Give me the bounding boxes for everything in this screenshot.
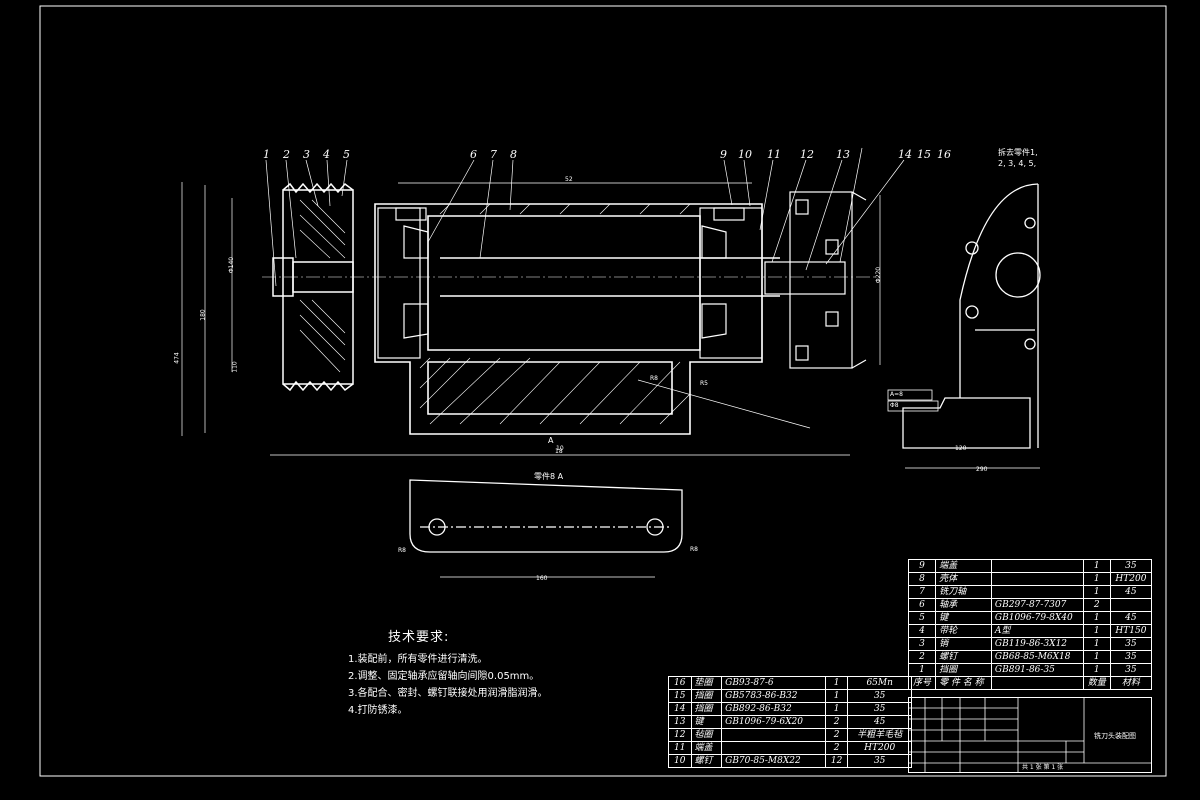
dim-section-dim: 10: [556, 445, 564, 452]
dim-height-left: 180: [199, 309, 207, 321]
balloon-8: 8: [510, 148, 517, 161]
balloon-3: 3: [303, 148, 310, 161]
sheet-count: 共 1 张 第 1 张: [1022, 764, 1064, 771]
balloon-16: 16: [937, 148, 951, 161]
part-view-label: 零件8 A: [534, 472, 564, 481]
dim-base-total: 290: [976, 466, 988, 473]
pulley: [272, 182, 354, 392]
dim-fit-a: A=8: [890, 391, 903, 398]
title-block-grid: [908, 697, 1152, 773]
housing-hatch: [419, 203, 691, 425]
dim-housing-length: 52: [565, 176, 573, 183]
dim-base-width: 120: [955, 445, 967, 452]
dim-r-angle2: R5: [700, 380, 708, 387]
bearings: [377, 207, 763, 359]
dim-r-left: R8: [398, 547, 406, 554]
tech-item-2: 2.调整、固定轴承应留轴向间隙0.05mm。: [348, 671, 540, 682]
title-block: [908, 697, 1152, 773]
drawing-frame: [39, 5, 1167, 777]
dim-fit-b: Φ8: [890, 402, 899, 409]
balloon-1: 1: [263, 148, 270, 161]
disassemble-note-2: 2, 3, 4, 5,: [998, 159, 1037, 168]
tech-title: 技术要求:: [388, 630, 450, 645]
drawing-name: 铣刀头装配图: [1094, 732, 1136, 740]
balloon-6: 6: [470, 148, 477, 161]
balloon-4: 4: [323, 148, 330, 161]
balloon-15: 15: [917, 148, 931, 161]
balloon-2: 2: [283, 148, 290, 161]
balloon-13: 13: [836, 148, 850, 161]
balloon-leaders: [265, 159, 905, 287]
balloon-10: 10: [738, 148, 752, 161]
dim-pattern-len: 160: [536, 575, 548, 582]
dim-flange-height: Φ220: [875, 266, 883, 284]
dim-height-small: 110: [231, 361, 239, 373]
dim-r-angle: R8: [650, 375, 658, 382]
disassemble-note-1: 拆去零件1,: [998, 148, 1038, 157]
side-view: [902, 183, 1041, 449]
cutter-head: [764, 191, 867, 369]
dim-section-ref: A: [548, 436, 554, 445]
tolerance-frame: [887, 389, 939, 412]
dimension-lines: [181, 147, 1040, 578]
pulley-hatch: [299, 199, 346, 373]
part-view-a: [409, 479, 683, 553]
tech-item-1: 1.装配前，所有零件进行清洗。: [348, 654, 488, 665]
table-header-row: 序号零 件 名 称数量材料: [907, 676, 1153, 690]
balloon-5: 5: [343, 148, 350, 161]
technical-requirements: 技术要求: 1.装配前，所有零件进行清洗。 2.调整、固定轴承应留轴向间隙0.0…: [348, 626, 548, 719]
dim-overall-length: 18: [555, 448, 563, 455]
balloon-12: 12: [800, 148, 814, 161]
balloon-7: 7: [490, 148, 497, 161]
dim-r-right: R8: [690, 546, 698, 553]
dim-pulley-dia: Φ140: [228, 256, 236, 274]
housing: [374, 203, 780, 435]
tech-item-3: 3.各配合、密封、螺钉联接处用润滑脂润滑。: [348, 688, 548, 699]
balloon-9: 9: [720, 148, 727, 161]
tech-item-4: 4.打防锈漆。: [348, 705, 408, 716]
balloon-14: 14: [898, 148, 912, 161]
dim-height-total: 474: [173, 352, 181, 364]
balloon-11: 11: [767, 148, 781, 161]
